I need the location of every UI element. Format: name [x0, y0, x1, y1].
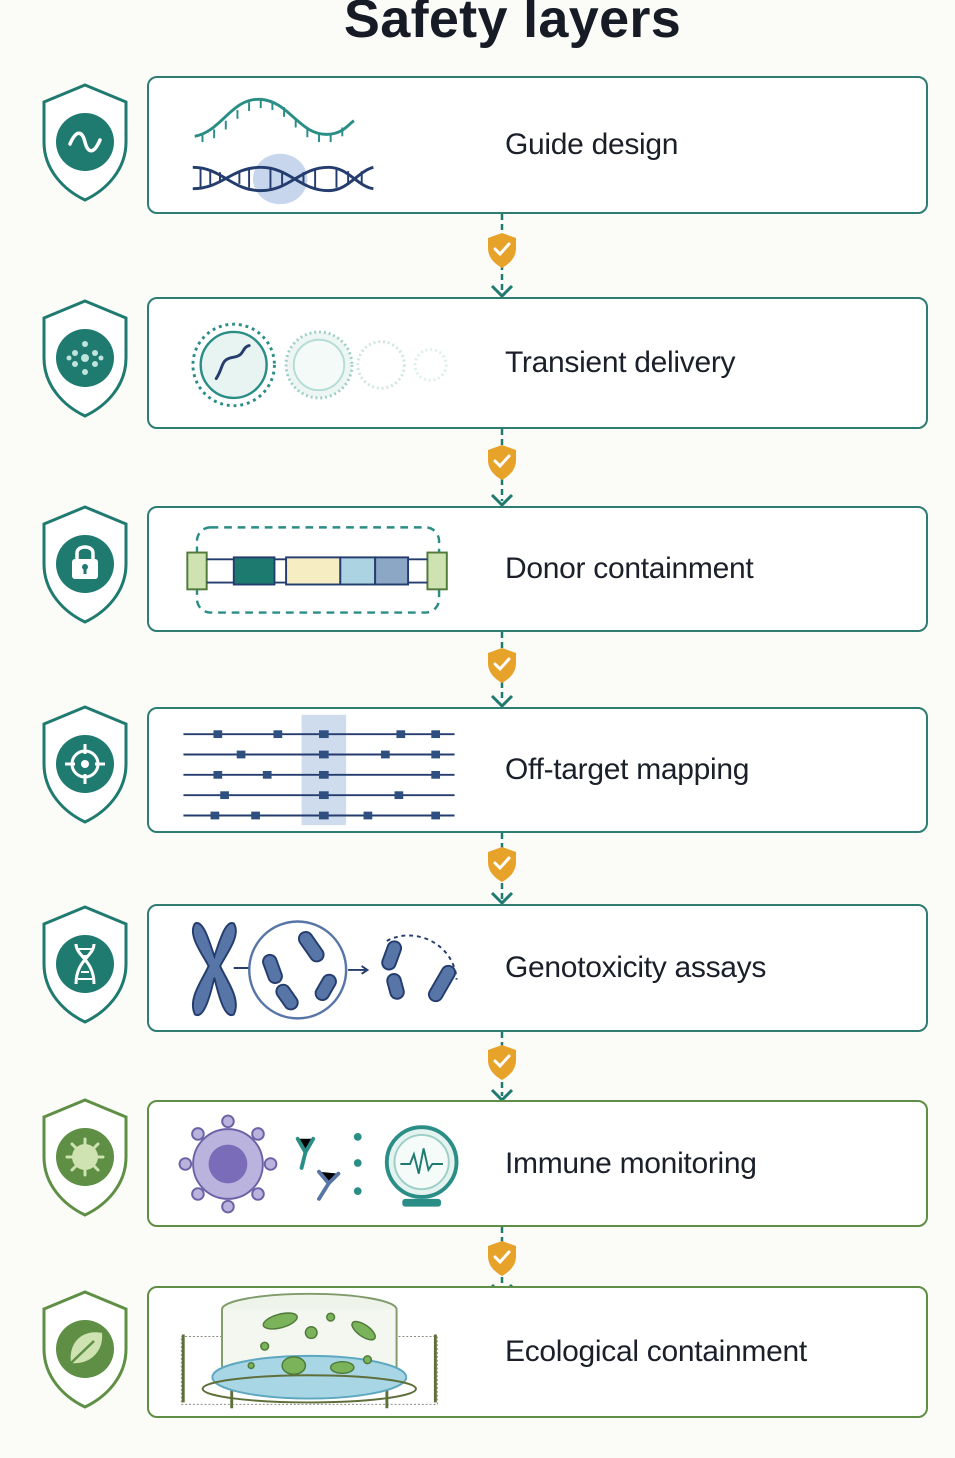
- layer-label: Transient delivery: [505, 346, 736, 379]
- card-guide-design: Guide design: [147, 76, 928, 214]
- layer-label: Immune monitoring: [505, 1146, 757, 1180]
- nanoparticle-illustration: [191, 322, 448, 408]
- layer-label: Guide design: [505, 128, 679, 161]
- card-donor-containment: Donor containment: [147, 506, 928, 632]
- check-shield-connector: [488, 1032, 516, 1102]
- layer-label: Genotoxicity assays: [505, 951, 767, 984]
- shield-wave-icon: [42, 83, 128, 202]
- layer-label: Ecological containment: [505, 1335, 807, 1368]
- check-shield-connector: [488, 833, 516, 905]
- card-genotoxicity-assays: Genotoxicity assays: [147, 904, 928, 1032]
- donor-cassette-illustration: [186, 526, 448, 614]
- chromosome-illustration: [192, 920, 458, 1020]
- card-transient-delivery: Transient delivery: [147, 297, 928, 429]
- check-shield-connector: [488, 632, 516, 708]
- check-shield-connector: [488, 429, 516, 507]
- immune-illustration: [178, 1114, 459, 1214]
- card-immune-monitoring: Immune monitoring: [147, 1100, 928, 1227]
- page-title: Safety layers: [343, 0, 682, 49]
- shield-dna-icon: [42, 905, 128, 1024]
- containment-vessel-illustration: [180, 1292, 438, 1409]
- check-shield-connector: [488, 214, 516, 298]
- layer-label: Donor containment: [505, 552, 754, 585]
- shield-virus-particle-icon: [42, 299, 128, 418]
- shield-crosshair-icon: [42, 705, 128, 824]
- shield-leaf-icon: [42, 1290, 128, 1409]
- layer-label: Off-target mapping: [505, 753, 750, 786]
- card-ecological-containment: Ecological containment: [147, 1286, 928, 1418]
- card-off-target-mapping: Off-target mapping: [147, 707, 928, 833]
- genome-track-illustration: [183, 714, 455, 826]
- shield-lock-icon: [42, 505, 128, 624]
- shield-pathogen-icon: [42, 1098, 128, 1217]
- dna-guide-illustration: [192, 97, 374, 205]
